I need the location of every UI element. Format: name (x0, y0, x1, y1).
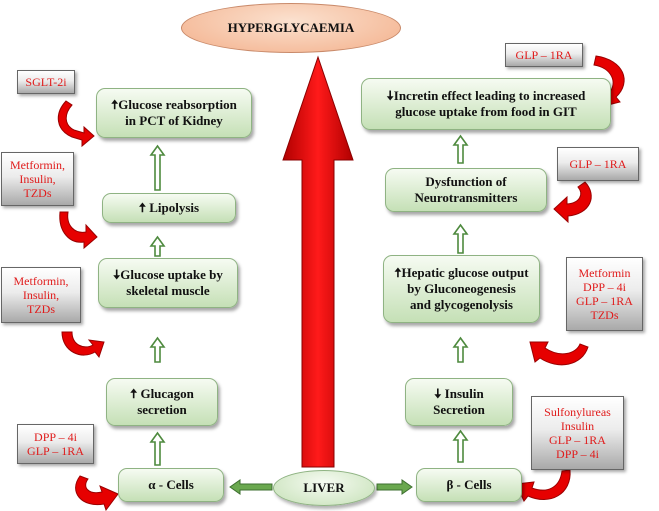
hepatic-line2: by Gluconeogenesis (407, 281, 516, 296)
glucose-uptake-box: 🠇Glucose uptake by skeletal muscle (98, 258, 238, 308)
hyperglycaemia-label: HYPERGLYCAEMIA (227, 20, 355, 35)
hepatic-output-box: 🠅Hepatic glucose output by Gluconeogenes… (383, 255, 540, 323)
liver-label: LIVER (303, 480, 345, 495)
arrow-liver-to-alpha (229, 479, 273, 495)
arrow-insulin-to-hepatic (452, 336, 469, 363)
incretin-line1: Incretin effect leading to increased (393, 88, 586, 103)
lipolysis-label: Lipolysis (149, 200, 200, 215)
curved-arrow-hepatic (529, 341, 589, 366)
insulin-line2: Secretion (433, 402, 485, 417)
down-arrow-icon: 🠇 (434, 386, 442, 401)
curved-arrow-alpha (75, 475, 119, 511)
alpha-cells-box: α - Cells (118, 468, 224, 502)
curved-arrow-lipolysis (59, 211, 98, 250)
alpha-cells-label: α - Cells (148, 477, 194, 492)
arrow-liver-to-beta (376, 479, 413, 495)
hepatic-line3: and glycogenolysis (410, 297, 513, 312)
drug-box-beta: Sulfonylureas Insulin GLP – 1RA DPP – 4i (531, 396, 624, 470)
arrow-neuro-to-incretin (452, 134, 469, 164)
reabsorption-line1: Glucose reabsorption (118, 97, 237, 112)
insulin-box: 🠇 Insulin Secretion (405, 378, 513, 426)
arrow-alpha-to-glucagon (149, 431, 166, 466)
hyperglycaemia-ellipse: HYPERGLYCAEMIA (181, 3, 401, 53)
green-up-arrows (149, 134, 469, 466)
neuro-line1: Dysfunction of (425, 174, 507, 189)
arrow-lipolysis-to-reabsorption (149, 144, 166, 191)
drug-box-hepatic: Metformin DPP – 4i GLP – 1RA TZDs (566, 257, 643, 331)
up-arrow-icon: 🠅 (138, 200, 146, 215)
drug-box-lipolysis: Metformin, Insulin, TZDs (1, 152, 74, 206)
liver-ellipse: LIVER (273, 470, 375, 506)
drug-box-alpha: DPP – 4i GLP – 1RA (17, 424, 94, 464)
down-arrow-icon: 🠇 (386, 88, 394, 103)
hepatic-line1: Hepatic glucose output (401, 265, 529, 280)
curved-arrow-beta (515, 469, 571, 502)
arrow-glucagon-to-uptake (149, 336, 166, 363)
arrow-uptake-to-lipolysis (149, 235, 166, 257)
lipolysis-box: 🠅 Lipolysis (102, 193, 236, 223)
drug-box-sglt2: SGLT-2i (17, 70, 75, 94)
curved-arrow-uptake (61, 331, 105, 359)
incretin-box: 🠇Incretin effect leading to increased gl… (361, 78, 611, 130)
up-arrow-icon: 🠅 (111, 97, 119, 112)
neuro-line2: Neurotransmitters (414, 190, 518, 205)
drug-box-incretin: GLP – 1RA (505, 43, 583, 67)
reabsorption-box: 🠅Glucose reabsorption in PCT of Kidney (96, 88, 252, 138)
glucagon-box: 🠅 Glucagon secretion (106, 378, 218, 426)
down-arrow-icon: 🠇 (113, 267, 121, 282)
up-arrow-icon: 🠅 (394, 265, 402, 280)
curved-arrow-sglt2 (57, 100, 95, 148)
uptake-line2: skeletal muscle (126, 283, 210, 298)
drug-box-neuro: GLP – 1RA (557, 147, 639, 181)
uptake-line1: Glucose uptake by (120, 267, 223, 282)
glucagon-line2: secretion (137, 402, 187, 417)
beta-cells-label: β - Cells (446, 477, 492, 492)
arrow-beta-to-insulin (452, 429, 469, 463)
central-hyperglycaemia-arrow (282, 55, 354, 468)
arrow-hepatic-to-neuro (452, 223, 469, 254)
neurotransmitter-box: Dysfunction of Neurotransmitters (385, 168, 547, 212)
reabsorption-line2: in PCT of Kidney (125, 113, 223, 128)
curved-arrow-neuro (553, 181, 592, 224)
up-arrow-icon: 🠅 (130, 386, 138, 401)
incretin-line2: glucose uptake from food in GIT (395, 104, 577, 119)
green-side-arrows (229, 479, 413, 495)
insulin-line1: Insulin (444, 386, 484, 401)
glucagon-line1: Glucagon (140, 386, 194, 401)
beta-cells-box: β - Cells (416, 468, 522, 502)
drug-box-uptake: Metformin, Insulin, TZDs (1, 267, 81, 323)
